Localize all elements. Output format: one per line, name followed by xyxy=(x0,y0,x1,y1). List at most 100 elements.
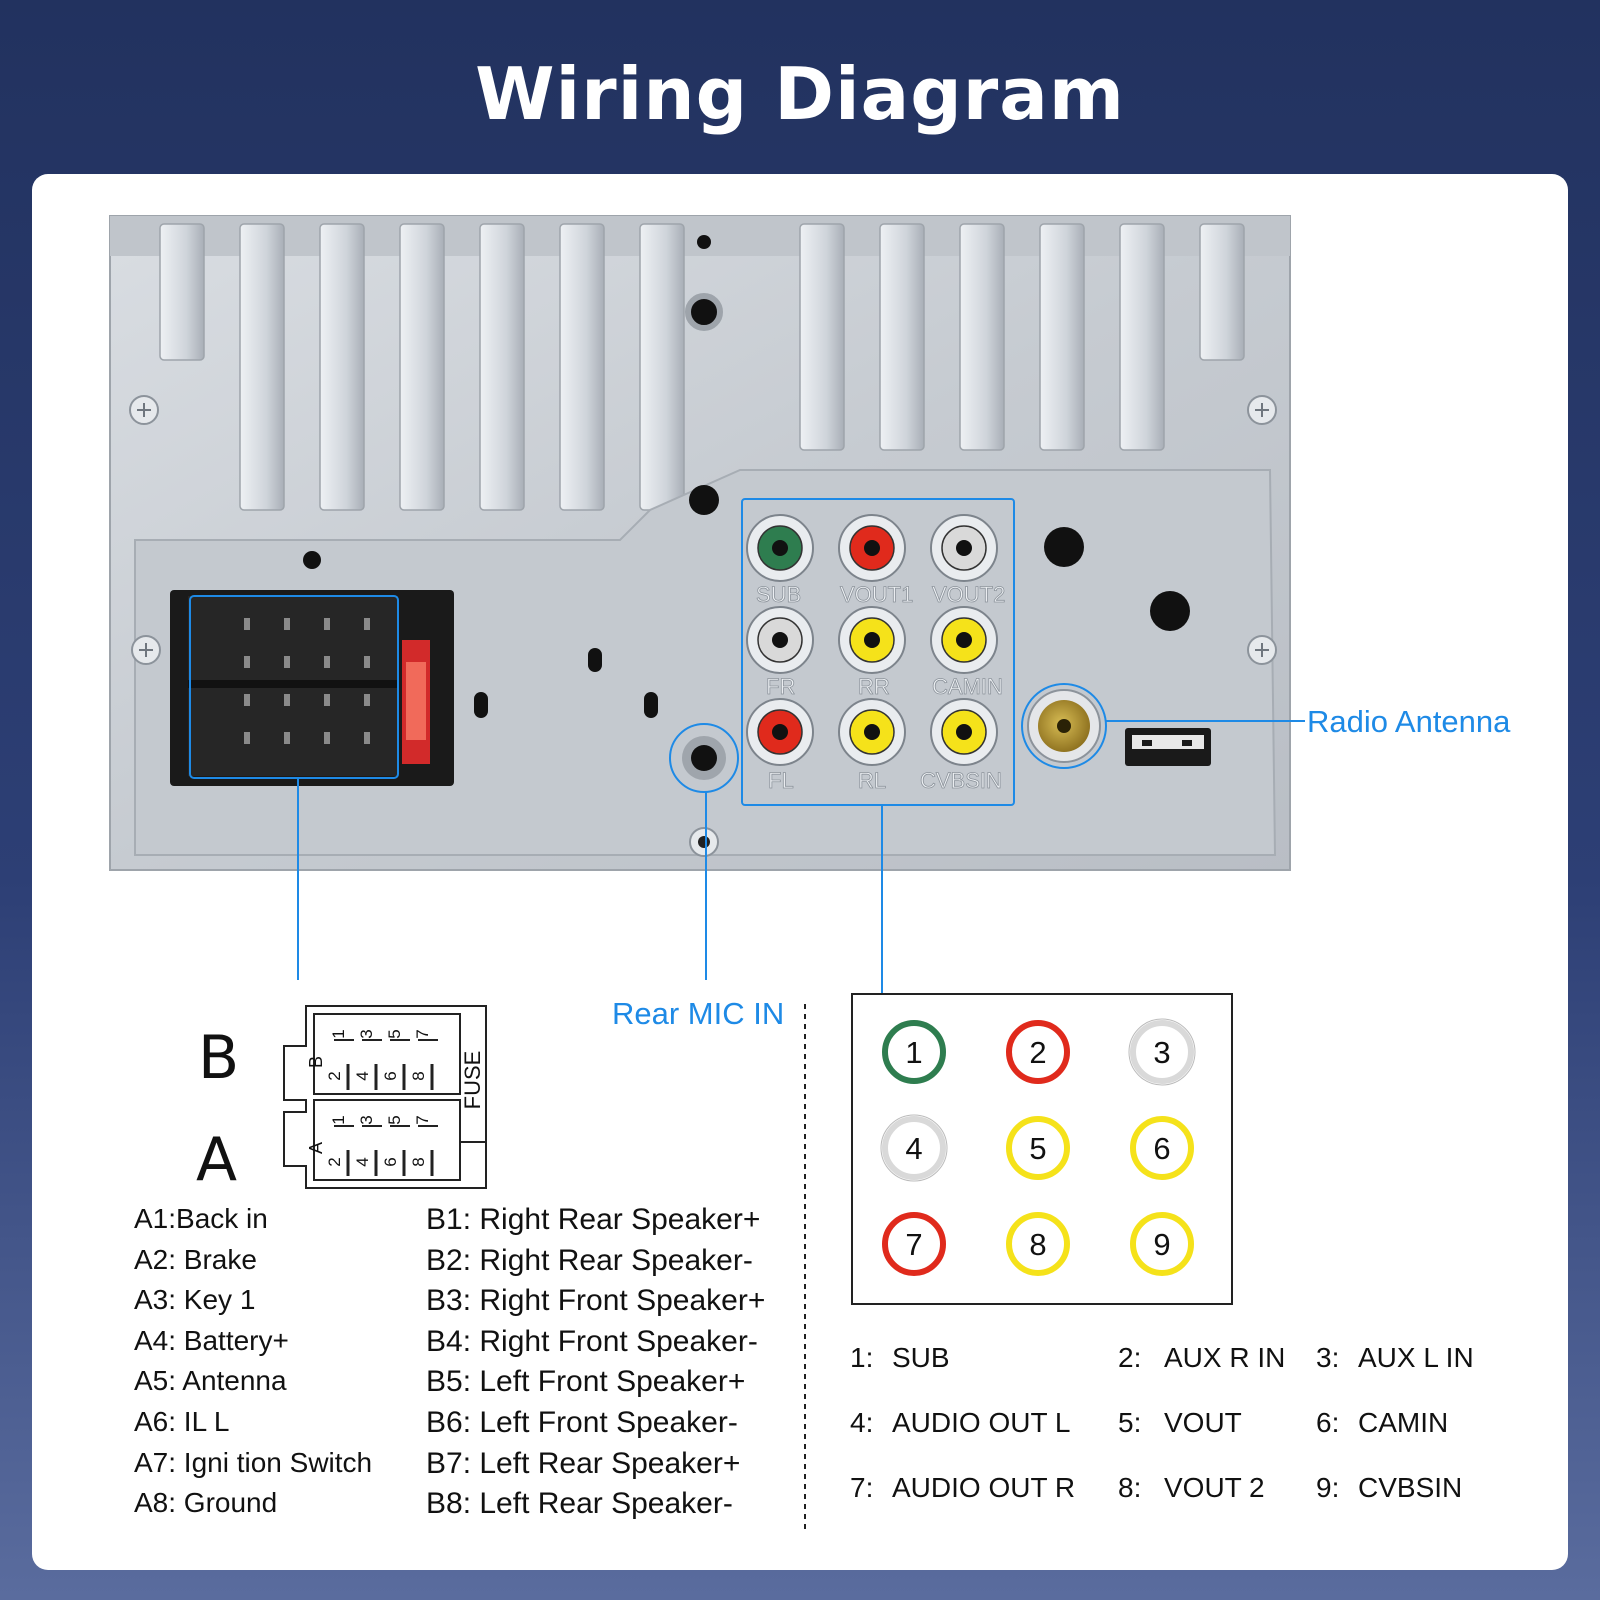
pin-number: 2 xyxy=(325,1071,344,1080)
connector-block-b xyxy=(313,1013,461,1095)
rca-legend-number: 6: xyxy=(1316,1407,1340,1438)
panel-label-vout2: VOUT2 xyxy=(932,582,1005,607)
a-pin-label: A3: Key 1 xyxy=(134,1284,256,1316)
rca-jack xyxy=(930,514,998,582)
rca-grid-item: 9 xyxy=(1130,1212,1194,1276)
panel-top-edge xyxy=(110,216,1290,256)
mount-hole xyxy=(697,235,711,249)
iso-pin xyxy=(364,694,370,706)
fin xyxy=(399,223,445,511)
rca-legend-number: 8: xyxy=(1118,1472,1142,1503)
rca-grid-ring xyxy=(1130,1212,1194,1276)
rca-legend-number: 1: xyxy=(850,1342,874,1373)
rca-jack xyxy=(838,606,906,674)
fin xyxy=(1039,223,1085,451)
connector-row-b-label: B xyxy=(198,1023,239,1093)
rca-grid-number: 8 xyxy=(1029,1227,1046,1262)
iso-pin xyxy=(244,656,250,668)
rca-jack xyxy=(930,606,998,674)
mount-hole xyxy=(1150,591,1190,631)
page-title: Wiring Diagram xyxy=(475,52,1125,136)
panel-label-rl: RL xyxy=(858,768,886,793)
slot-hole xyxy=(644,692,658,718)
b-pin-label: B3: Right Front Speaker+ xyxy=(426,1284,766,1318)
fin xyxy=(1199,223,1245,361)
rca-grid-item: 3 xyxy=(1128,1018,1196,1086)
panel-label-fl: FL xyxy=(768,768,794,793)
b-pin-label: B6: Left Front Speaker- xyxy=(426,1406,738,1439)
rca-jack xyxy=(838,514,906,582)
b-pin-label: B7: Left Rear Speaker+ xyxy=(426,1446,741,1480)
rca-jack xyxy=(746,698,814,766)
rca-grid-ring xyxy=(1130,1020,1194,1084)
panel-label-fr: FR xyxy=(766,674,795,699)
connector-block-a xyxy=(313,1099,461,1181)
slot-hole xyxy=(588,648,602,672)
rca-grid-item: 2 xyxy=(1006,1020,1070,1084)
rca-grid-number: 3 xyxy=(1153,1035,1170,1070)
rca-grid-number: 6 xyxy=(1153,1131,1170,1166)
a-pin-label: A5: Antenna xyxy=(134,1365,287,1397)
rca-grid-ring xyxy=(1006,1020,1070,1084)
rca-legend-name: AUX L IN xyxy=(1358,1342,1474,1373)
screw-icon xyxy=(689,827,719,857)
rca-grid-ring xyxy=(1130,1116,1194,1180)
iso-pin xyxy=(284,694,290,706)
rca-jack xyxy=(838,698,906,766)
rca-grid-item: 6 xyxy=(1130,1116,1194,1180)
pin-number: 3 xyxy=(357,1029,376,1038)
screw-icon xyxy=(131,635,161,665)
panel-label-camin: CAMIN xyxy=(932,674,1003,699)
rca-jack-bank xyxy=(746,514,998,766)
rca-legend-name: CAMIN xyxy=(1358,1407,1449,1438)
callout-radio-antenna: Radio Antenna xyxy=(1307,704,1511,739)
callout-rear-mic: Rear MIC IN xyxy=(612,996,784,1031)
pin-number: 8 xyxy=(409,1157,428,1166)
b-pin-label: B5: Left Front Speaker+ xyxy=(426,1365,746,1399)
pin-number: 4 xyxy=(353,1157,372,1166)
connector-a-tag: A xyxy=(306,1142,326,1154)
iso-pin xyxy=(324,656,330,668)
pin-number: 8 xyxy=(409,1071,428,1080)
pin-number: 5 xyxy=(385,1115,404,1124)
rca-grid-frame xyxy=(851,993,1233,1305)
fin xyxy=(799,223,845,451)
rca-grid-item: 8 xyxy=(1006,1212,1070,1276)
panel-label-rr: RR xyxy=(858,674,890,699)
pin-number: 7 xyxy=(413,1029,432,1038)
pin-number: 4 xyxy=(353,1071,372,1080)
rca-grid-ring xyxy=(1006,1212,1070,1276)
rca-legend-name: VOUT xyxy=(1164,1407,1242,1438)
rca-grid-number: 7 xyxy=(905,1227,922,1262)
head-unit-back-panel: SUB VOUT1 VOUT2 FR RR CAMIN FL RL CVBSIN xyxy=(109,215,1291,871)
iso-pin xyxy=(284,618,290,630)
b-pin-label: B2: Right Rear Speaker- xyxy=(426,1243,753,1277)
rca-legend-name: AUDIO OUT R xyxy=(892,1472,1076,1503)
rca-legend-number: 7: xyxy=(850,1472,874,1503)
pin-number: 3 xyxy=(357,1115,376,1124)
rca-grid-ring xyxy=(882,1020,946,1084)
rca-grid-ring xyxy=(882,1116,946,1180)
fin xyxy=(879,223,925,451)
heat-sink-fins xyxy=(159,223,1245,511)
connector-b-tag: B xyxy=(306,1056,326,1068)
panel-label-cvbsin: CVBSIN xyxy=(920,768,1002,793)
panel-label-sub: SUB xyxy=(756,582,801,607)
slot-hole xyxy=(474,692,488,718)
iso-pin xyxy=(244,694,250,706)
usb-port-icon xyxy=(1125,728,1211,766)
rca-grid-item: 7 xyxy=(882,1212,946,1276)
rca-jack xyxy=(930,698,998,766)
iso-pin xyxy=(324,694,330,706)
rca-legend-name: CVBSIN xyxy=(1358,1472,1463,1503)
a-pin-label: A1:Back in xyxy=(134,1203,268,1234)
iso-connector-port xyxy=(170,590,454,786)
fin xyxy=(1119,223,1165,451)
rca-grid-ring xyxy=(882,1212,946,1276)
iso-pin xyxy=(244,732,250,744)
fin xyxy=(159,223,205,361)
pin-number: 6 xyxy=(381,1071,400,1080)
